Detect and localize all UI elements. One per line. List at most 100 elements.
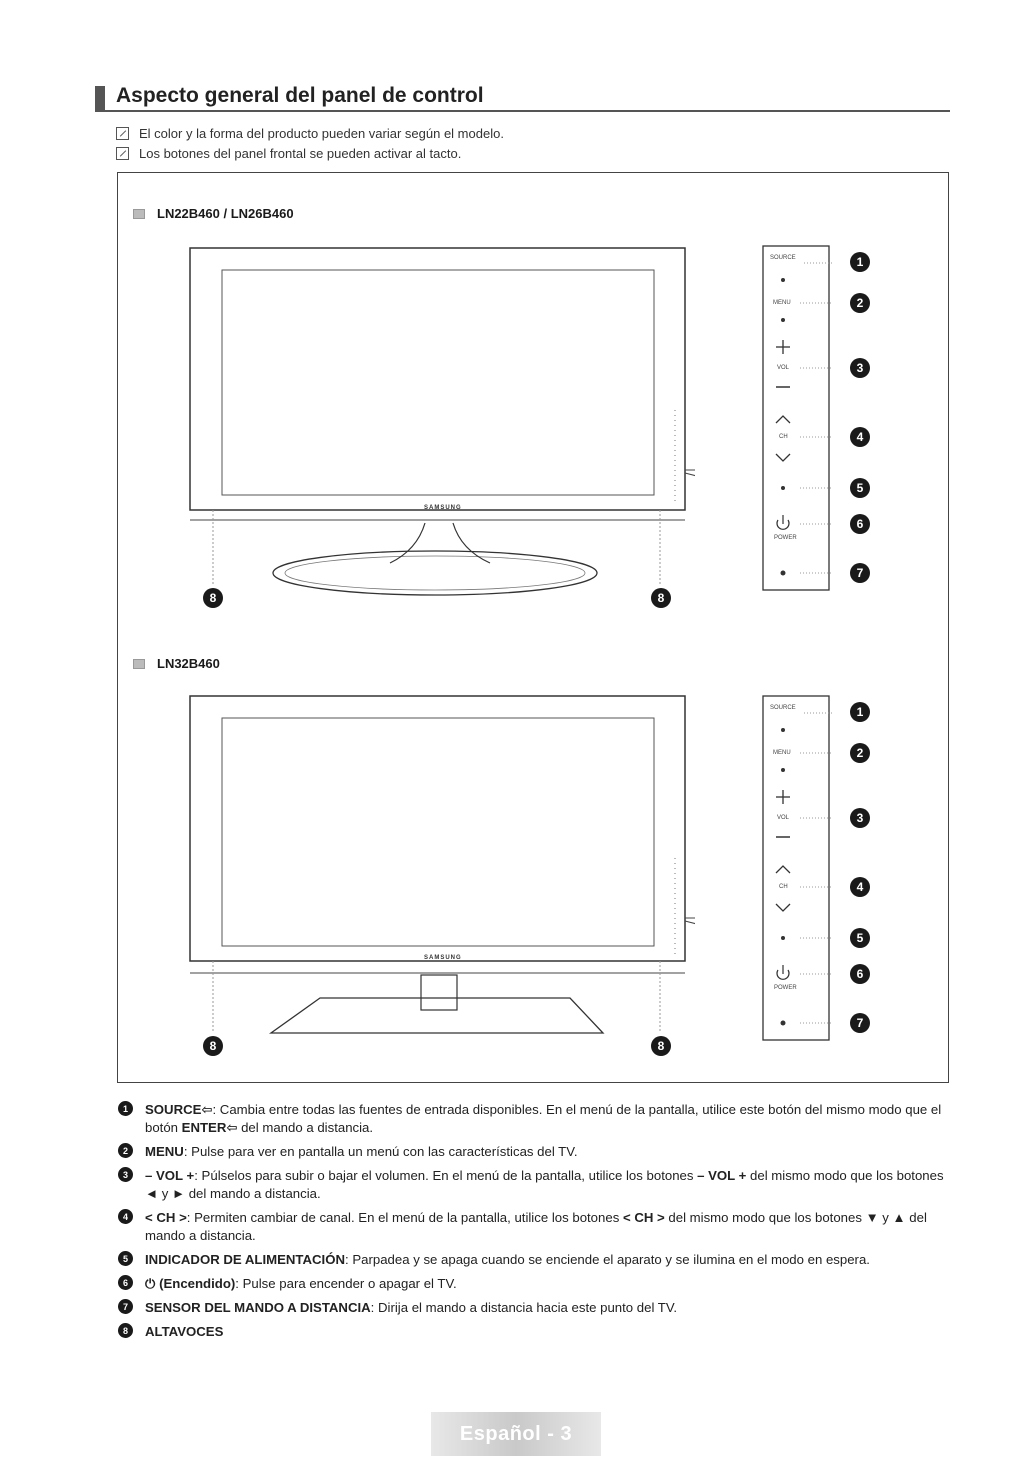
tv-screen bbox=[221, 269, 655, 496]
figure-frame bbox=[117, 172, 949, 1083]
panel-leader-bottom bbox=[684, 920, 695, 925]
enter-icon: ⇦ bbox=[226, 1120, 238, 1135]
description-text-2: del mismo modo que los botones ◄ y ► del… bbox=[145, 1168, 944, 1201]
tv-stand-neck-left bbox=[389, 522, 426, 564]
note-1: El color y la forma del producto pueden … bbox=[116, 126, 504, 141]
panel-label-power: POWER bbox=[774, 535, 797, 541]
description-number: 8 bbox=[118, 1323, 133, 1338]
note-icon bbox=[116, 147, 129, 160]
power-indicator-dot bbox=[781, 936, 785, 940]
description-8: 8 ALTAVOCES bbox=[118, 1323, 953, 1341]
tv-screen bbox=[221, 717, 655, 947]
tv-stand-base-inner bbox=[284, 555, 586, 591]
callout-4: 4 bbox=[850, 427, 870, 447]
description-6: 6 ⏻ (Encendido): Pulse para encender o a… bbox=[118, 1275, 953, 1293]
description-term-2: < CH > bbox=[622, 1210, 665, 1225]
panel-outline bbox=[762, 245, 830, 591]
power-icon bbox=[776, 519, 790, 530]
control-panel-1 bbox=[762, 245, 832, 591]
panel-outline bbox=[762, 695, 830, 1041]
description-text: : Dirija el mando a distancia hacia este… bbox=[370, 1300, 678, 1315]
callout-8-right: 8 bbox=[651, 588, 671, 608]
panel-label-vol: VOL bbox=[777, 365, 790, 371]
description-term: SENSOR DEL MANDO A DISTANCIA bbox=[145, 1300, 371, 1315]
description-5: 5 INDICADOR DE ALIMENTACIÓN: Parpadea y … bbox=[118, 1251, 953, 1269]
description-term: INDICADOR DE ALIMENTACIÓN bbox=[145, 1252, 346, 1267]
panel-label-vol: VOL bbox=[777, 815, 790, 821]
note-text: Los botones del panel frontal se pueden … bbox=[139, 146, 462, 161]
callout-8-right: 8 bbox=[651, 1036, 671, 1056]
description-text: : Pulse para encender o apagar el TV. bbox=[235, 1276, 457, 1291]
tv-stand-base bbox=[268, 997, 605, 1034]
tv-stand-neck-right bbox=[452, 522, 491, 564]
description-number: 5 bbox=[118, 1251, 133, 1266]
description-term: – VOL + bbox=[145, 1168, 195, 1183]
callout-5: 5 bbox=[850, 928, 870, 948]
panel-dot bbox=[781, 318, 785, 322]
description-text: : Permiten cambiar de canal. En el menú … bbox=[186, 1210, 623, 1225]
panel-label-source: SOURCE bbox=[770, 255, 796, 261]
callout-7: 7 bbox=[850, 563, 870, 583]
callout-8-left: 8 bbox=[203, 1036, 223, 1056]
panel-dot bbox=[781, 728, 785, 732]
title-accent-bar bbox=[95, 86, 105, 112]
enter-icon: ⇦ bbox=[201, 1102, 213, 1117]
chevron-down-icon bbox=[775, 453, 791, 462]
callout-2: 2 bbox=[850, 743, 870, 763]
description-4: 4 < CH >: Permiten cambiar de canal. En … bbox=[118, 1209, 953, 1245]
power-icon bbox=[776, 969, 790, 980]
model-heading-2: LN32B460 bbox=[133, 656, 220, 671]
description-term-2: ENTER bbox=[181, 1120, 227, 1135]
description-term: ⏻ (Encendido) bbox=[145, 1276, 236, 1291]
note-text: El color y la forma del producto pueden … bbox=[139, 126, 504, 141]
callout-6: 6 bbox=[850, 964, 870, 984]
callout-1: 1 bbox=[850, 702, 870, 722]
description-number: 4 bbox=[118, 1209, 133, 1224]
tv-drawing-1 bbox=[189, 247, 695, 596]
panel-dot bbox=[781, 278, 785, 282]
tv-bezel bbox=[189, 695, 686, 962]
note-icon bbox=[116, 127, 129, 140]
description-text-2: del mismo modo que los botones ▼ y ▲ del… bbox=[145, 1210, 927, 1243]
model-bullet-icon bbox=[133, 658, 145, 669]
page-number-badge: Español - 3 bbox=[431, 1412, 601, 1456]
callout-2: 2 bbox=[850, 293, 870, 313]
description-text: : Púlselos para subir o bajar el volumen… bbox=[194, 1168, 698, 1183]
model-name: LN32B460 bbox=[157, 656, 220, 671]
description-term: < CH > bbox=[145, 1210, 187, 1225]
description-term: ALTAVOCES bbox=[145, 1324, 224, 1339]
model-heading-1: LN22B460 / LN26B460 bbox=[133, 206, 294, 221]
callout-8-left: 8 bbox=[203, 588, 223, 608]
chevron-up-icon bbox=[775, 415, 791, 424]
panel-label-source: SOURCE bbox=[770, 705, 796, 711]
title-underline bbox=[95, 110, 950, 112]
callout-3: 3 bbox=[850, 358, 870, 378]
description-number: 1 bbox=[118, 1101, 133, 1116]
description-term: SOURCE bbox=[145, 1102, 202, 1117]
description-7: 7 SENSOR DEL MANDO A DISTANCIA: Dirija e… bbox=[118, 1299, 953, 1317]
callout-6: 6 bbox=[850, 514, 870, 534]
panel-dot bbox=[781, 768, 785, 772]
description-text-2: del mando a distancia. bbox=[237, 1120, 374, 1135]
power-indicator-dot bbox=[781, 486, 785, 490]
panel-label-menu: MENU bbox=[773, 750, 791, 756]
callout-4: 4 bbox=[850, 877, 870, 897]
description-3: 3 – VOL +: Púlselos para subir o bajar e… bbox=[118, 1167, 953, 1203]
note-2: Los botones del panel frontal se pueden … bbox=[116, 146, 461, 161]
panel-label-power: POWER bbox=[774, 985, 797, 991]
description-1: 1 SOURCE⇦: Cambia entre todas las fuente… bbox=[118, 1101, 953, 1137]
callout-5: 5 bbox=[850, 478, 870, 498]
tv-bezel bbox=[189, 247, 686, 511]
panel-label-ch: CH bbox=[779, 884, 788, 890]
remote-sensor-dot bbox=[780, 1020, 786, 1026]
callout-1: 1 bbox=[850, 252, 870, 272]
model-bullet-icon bbox=[133, 208, 145, 219]
remote-sensor-dot bbox=[780, 570, 786, 576]
description-2: 2 MENU: Pulse para ver en pantalla un me… bbox=[118, 1143, 953, 1161]
brand-logo: SAMSUNG bbox=[424, 955, 462, 961]
tv-stand-neck bbox=[420, 974, 458, 1011]
panel-label-menu: MENU bbox=[773, 300, 791, 306]
chevron-down-icon bbox=[775, 903, 791, 912]
description-term-2: – VOL + bbox=[697, 1168, 747, 1183]
panel-leader-bottom bbox=[684, 472, 695, 477]
